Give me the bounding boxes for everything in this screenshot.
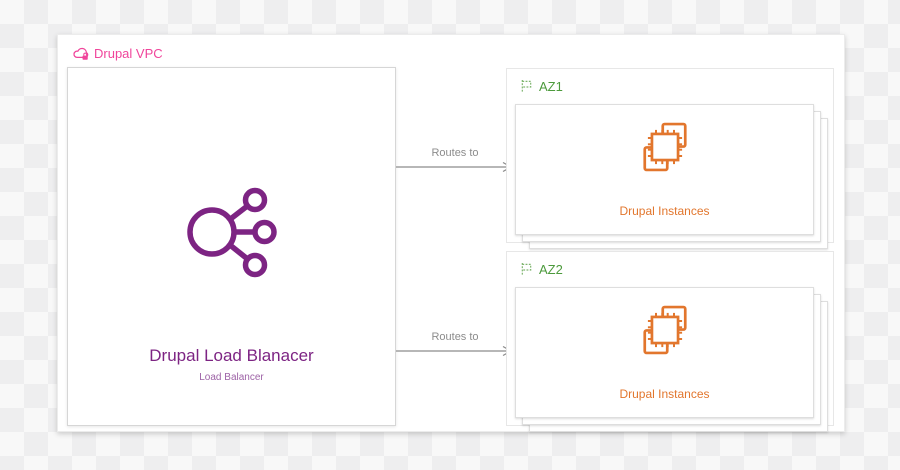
az2-label: AZ2: [520, 261, 563, 277]
availability-zone-flag-icon: [521, 79, 532, 93]
instances-label: Drupal Instances: [619, 204, 710, 218]
az1-instances-node[interactable]: Drupal Instances: [515, 104, 814, 235]
availability-zone-flag-icon: [521, 262, 532, 276]
instances-label: Drupal Instances: [619, 387, 710, 401]
vpc-cloud-lock-icon: [73, 47, 89, 60]
edge-routes-to-az1[interactable]: Routes to: [396, 147, 514, 174]
load-balancer-title: Drupal Load Blanacer: [149, 346, 314, 365]
ec2-instances-icon: [642, 122, 687, 172]
vpc-label-text: Drupal VPC: [94, 45, 163, 61]
load-balancer-icon: [186, 187, 277, 278]
ec2-instances-icon: [642, 305, 687, 355]
az1-group[interactable]: AZ1: [506, 68, 834, 249]
az1-label-text: AZ1: [539, 78, 563, 94]
edge-label: Routes to: [431, 331, 479, 343]
az1-label: AZ1: [520, 78, 563, 94]
load-balancer-node[interactable]: Drupal Load Blanacer Load Balancer: [67, 67, 396, 426]
edge-routes-to-az2[interactable]: Routes to: [396, 331, 514, 358]
az1-instance-stack: Drupal Instances: [515, 104, 828, 249]
az2-instance-stack: Drupal Instances: [515, 287, 828, 432]
arrow-right-icon: [396, 345, 513, 357]
edge-label: Routes to: [431, 147, 479, 159]
diagram-canvas: Drupal VPC Drupal Load Blanacer Load Bal…: [57, 34, 845, 432]
load-balancer-subtitle: Load Balancer: [199, 372, 264, 383]
az2-instances-node[interactable]: Drupal Instances: [515, 287, 814, 418]
arrow-right-icon: [396, 161, 513, 173]
vpc-group-label: Drupal VPC: [72, 44, 163, 62]
az2-group[interactable]: AZ2: [506, 251, 834, 432]
az2-label-text: AZ2: [539, 261, 563, 277]
